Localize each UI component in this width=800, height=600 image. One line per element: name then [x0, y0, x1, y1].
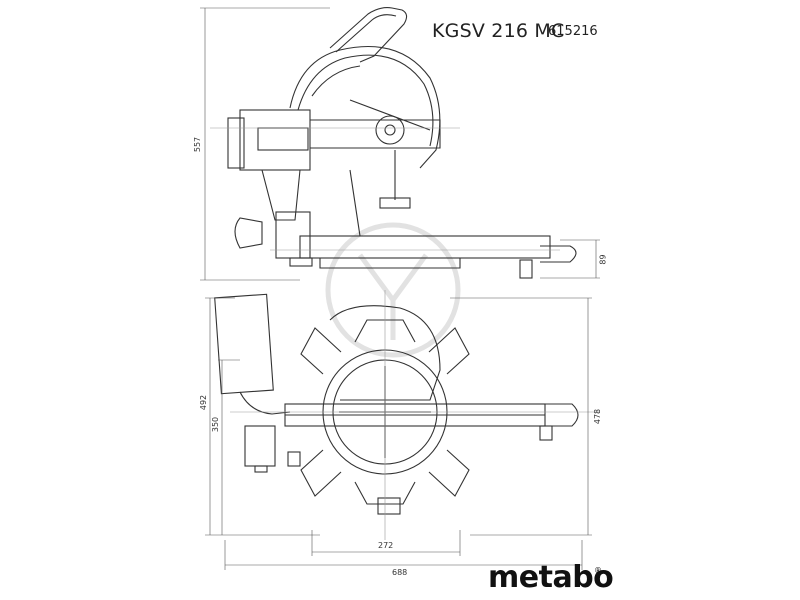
blade-hub	[375, 115, 405, 145]
dimension-height-table: 89	[598, 254, 608, 265]
model-title: KGSV 216 MC	[432, 20, 565, 42]
side-view	[227, 7, 577, 279]
watermark	[325, 222, 461, 358]
dimension-width-base: 272	[378, 541, 394, 550]
motor-housing	[239, 109, 311, 171]
top-view	[214, 293, 579, 515]
table-lock	[377, 497, 401, 515]
article-number: 615216	[548, 24, 598, 39]
center-lines-side	[210, 127, 560, 251]
rail-handle	[545, 403, 579, 427]
lock-knob	[234, 217, 263, 249]
slide-column	[261, 169, 301, 221]
center-lines-top	[230, 290, 600, 540]
dimension-depth-right: 478	[593, 408, 603, 425]
blade-guard	[289, 45, 441, 169]
extension-handle	[540, 245, 577, 263]
saw-handle	[329, 7, 408, 63]
base	[299, 235, 551, 259]
dust-bag	[214, 293, 274, 395]
dimension-depth-base: 350	[211, 416, 221, 433]
brand-registered-mark: ®	[594, 566, 602, 575]
blade-guard-top	[329, 305, 441, 401]
brand-logo: metabo	[488, 560, 614, 595]
dimension-lines	[200, 7, 600, 570]
dimension-height-total: 557	[193, 136, 203, 153]
dimension-width-total: 688	[392, 568, 408, 577]
dimension-depth-total: 492	[199, 394, 209, 411]
